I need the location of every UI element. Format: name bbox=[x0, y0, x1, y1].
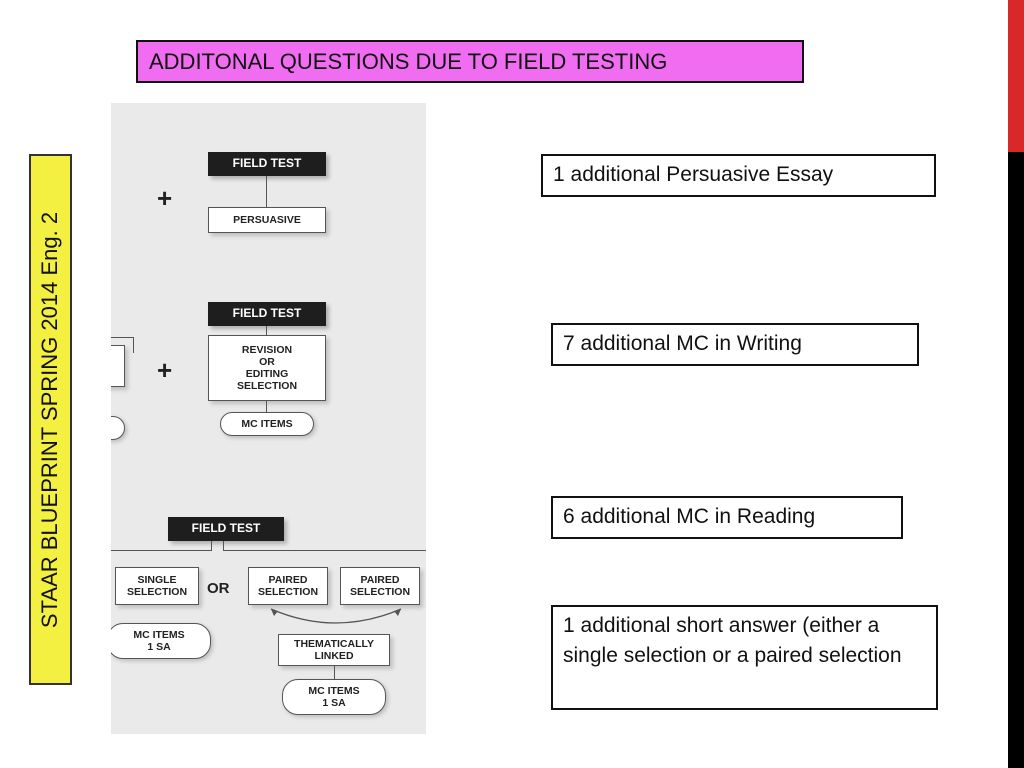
connector-line bbox=[266, 176, 267, 208]
connector-line bbox=[211, 541, 212, 551]
plus-sign: + bbox=[157, 355, 173, 385]
single-selection-box: SINGLE SELECTION bbox=[115, 567, 199, 605]
or-label: OR bbox=[207, 580, 230, 597]
connector-line bbox=[111, 550, 211, 551]
persuasive-box: PERSUASIVE bbox=[208, 207, 326, 233]
note-writing: 7 additional MC in Writing bbox=[551, 323, 919, 366]
connector-line bbox=[111, 337, 133, 338]
connector-line bbox=[133, 337, 134, 353]
accent-bar-black bbox=[1008, 152, 1024, 768]
thematically-linked-box: THEMATICALLY LINKED bbox=[278, 634, 390, 666]
connector-line bbox=[266, 326, 267, 336]
slide-title: ADDITONAL QUESTIONS DUE TO FIELD TESTING bbox=[136, 40, 804, 83]
note-persuasive: 1 additional Persuasive Essay bbox=[541, 154, 936, 197]
connector-line bbox=[223, 550, 426, 551]
partial-pill bbox=[111, 416, 125, 440]
accent-bar-red bbox=[1008, 0, 1024, 152]
note-short-answer: 1 additional short answer (either a sing… bbox=[551, 605, 938, 710]
paired-selection-box-2: PAIRED SELECTION bbox=[340, 567, 420, 605]
side-label-text: STAAR BLUEPRINT SPRING 2014 Eng. 2 bbox=[37, 211, 62, 629]
paired-arrow bbox=[270, 608, 402, 624]
connector-line bbox=[334, 666, 335, 680]
connector-line bbox=[223, 541, 224, 551]
field-test-label: FIELD TEST bbox=[208, 302, 326, 326]
revision-editing-box: REVISION OR EDITING SELECTION bbox=[208, 335, 326, 401]
mc-items-1sa-pill: MC ITEMS 1 SA bbox=[282, 679, 386, 715]
field-test-label: FIELD TEST bbox=[168, 517, 284, 541]
connector-line bbox=[266, 401, 267, 413]
mc-items-1sa-pill: MC ITEMS 1 SA bbox=[111, 623, 211, 659]
paired-selection-box-1: PAIRED SELECTION bbox=[248, 567, 328, 605]
partial-box bbox=[111, 345, 125, 387]
note-reading: 6 additional MC in Reading bbox=[551, 496, 903, 539]
diagram-panel: + FIELD TEST PERSUASIVE + FIELD TEST REV… bbox=[111, 103, 426, 734]
mc-items-pill: MC ITEMS bbox=[220, 412, 314, 436]
side-label-box bbox=[29, 154, 72, 685]
plus-sign: + bbox=[157, 183, 173, 213]
field-test-label: FIELD TEST bbox=[208, 152, 326, 176]
